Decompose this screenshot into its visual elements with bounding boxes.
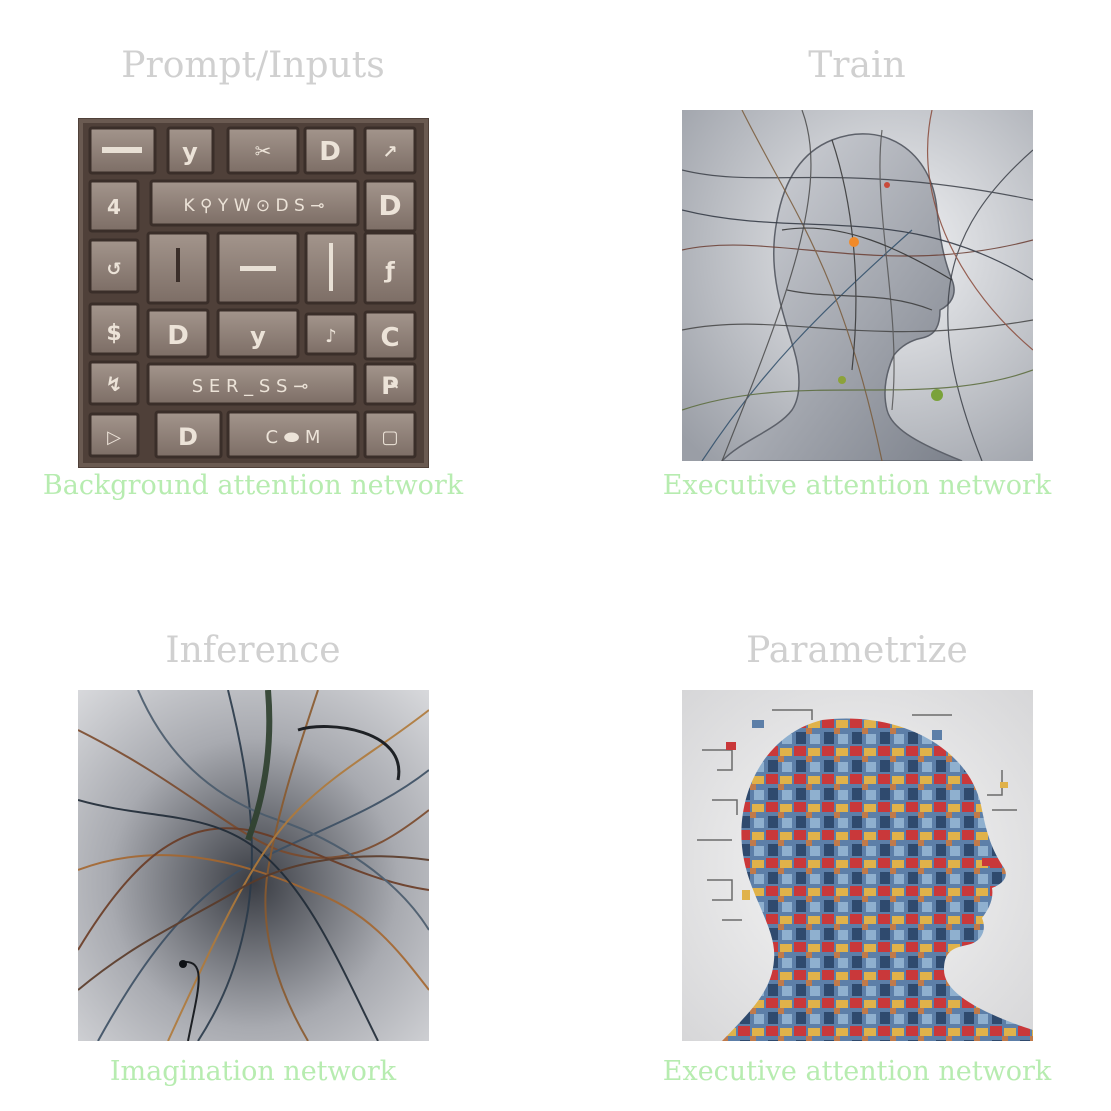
tangled-wires-image	[78, 690, 429, 1041]
svg-text:$: $	[106, 321, 121, 346]
tile-text-search: S E R _ S S ⊸	[192, 376, 309, 397]
panel-title-train: Train	[808, 45, 906, 86]
svg-text:4: 4	[107, 195, 121, 219]
svg-text:✂: ✂	[255, 139, 272, 163]
keyboard-tiles-image: y ✂ D ↗ 4 D ↺ ƒ $ D y ♪ C ↯ Ҏ ▷ D ▢ K ⚲ …	[78, 118, 429, 468]
puzzle-head-image	[682, 690, 1033, 1041]
svg-text:ƒ: ƒ	[383, 259, 395, 284]
svg-text:♪: ♪	[325, 326, 337, 347]
panel-title-inference: Inference	[165, 630, 341, 671]
tile-text-keywords: K ⚲ Y W ⊙ D S ⊸	[184, 196, 325, 216]
svg-text:↗: ↗	[382, 142, 397, 163]
panel-caption-executive-attention-train: Executive attention network	[662, 470, 1052, 501]
svg-text:↺: ↺	[106, 259, 121, 280]
panel-caption-executive-attention-parametrize: Executive attention network	[662, 1056, 1052, 1087]
svg-text:↯: ↯	[106, 372, 123, 396]
panel-caption-background-attention: Background attention network	[42, 470, 464, 501]
svg-text:D: D	[167, 321, 189, 351]
svg-text:D: D	[378, 189, 401, 222]
svg-text:D: D	[178, 423, 198, 451]
svg-text:C: C	[380, 323, 399, 353]
panel-caption-imagination: Imagination network	[109, 1056, 397, 1087]
svg-text:▢: ▢	[381, 427, 398, 448]
tile-text-com: C ⬬ M	[266, 427, 321, 448]
svg-text:D: D	[319, 137, 341, 167]
wired-head-image	[682, 110, 1033, 461]
panel-title-prompt-inputs: Prompt/Inputs	[121, 45, 385, 86]
svg-text:y: y	[250, 322, 266, 350]
svg-text:▷: ▷	[107, 427, 121, 448]
svg-text:Ҏ: Ҏ	[381, 372, 399, 400]
panel-title-parametrize: Parametrize	[746, 630, 968, 671]
svg-text:y: y	[182, 138, 198, 166]
